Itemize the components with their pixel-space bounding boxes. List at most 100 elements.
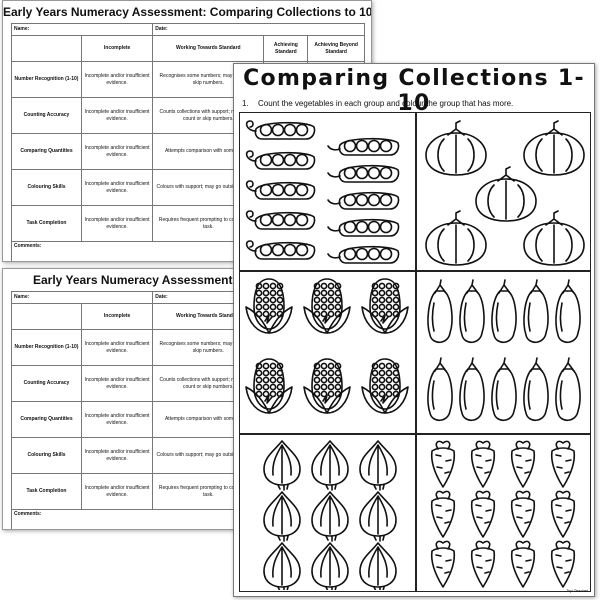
criterion-label: Task Completion <box>11 205 82 242</box>
instruction: 1. Count the vegetables in each group and… <box>242 99 513 108</box>
onion-icon <box>263 440 301 491</box>
criterion-label: Comparing Quantities <box>11 401 82 438</box>
group-cell-peas[interactable] <box>239 112 417 272</box>
col-beyond: Achieving Beyond Standard <box>307 35 365 62</box>
col-working: Working Towards Standard <box>152 35 265 62</box>
onion-icon <box>311 440 349 491</box>
worksheet-sheet: Comparing Collections 1-10 1. Count the v… <box>233 63 595 597</box>
carrot-icon <box>510 540 536 588</box>
tomato-icon <box>425 210 487 266</box>
tomato-icon <box>475 166 537 222</box>
corn-icon <box>361 358 409 414</box>
col-achieving: Achieving Standard <box>263 35 309 62</box>
cell-incomplete: Incomplete and/or insufficient evidence. <box>80 169 154 206</box>
pea-pod-icon <box>245 240 316 260</box>
pea-pod-icon <box>327 164 400 183</box>
tomato-icon <box>425 120 487 176</box>
onion-icon <box>311 491 349 542</box>
criterion-label: Number Recognition (1-10) <box>11 61 82 98</box>
tomato-icon <box>523 120 585 176</box>
cell-incomplete: Incomplete and/or insufficient evidence. <box>80 401 154 438</box>
criterion-label: Task Completion <box>11 473 82 510</box>
eggplant-icon <box>459 279 485 344</box>
criterion-label: Colouring Skills <box>11 169 82 206</box>
eggplant-icon <box>555 279 581 344</box>
carrot-icon <box>470 440 496 488</box>
carrot-icon <box>550 540 576 588</box>
pea-pod-icon <box>245 210 316 230</box>
tomato-icon <box>523 210 585 266</box>
cell-incomplete: Incomplete and/or insufficient evidence. <box>80 365 154 402</box>
tomato-group <box>425 120 585 266</box>
corn-icon <box>245 358 293 414</box>
eggplant-icon <box>491 357 517 422</box>
onion-icon <box>359 491 397 542</box>
corn-icon <box>361 278 409 334</box>
eggplant-icon <box>427 279 453 344</box>
criterion-label: Colouring Skills <box>11 437 82 474</box>
pea-pod-group <box>245 120 400 264</box>
question-number: 1. <box>242 99 249 108</box>
onion-icon <box>359 542 397 590</box>
corn-icon <box>303 278 351 334</box>
cell-incomplete: Incomplete and/or insufficient evidence. <box>80 97 154 134</box>
worksheet-title: Comparing Collections 1-10 <box>243 66 585 116</box>
cell-incomplete: Incomplete and/or insufficient evidence. <box>80 61 154 98</box>
corner-cell <box>11 35 82 62</box>
pea-pod-icon <box>245 120 316 140</box>
col-incomplete: Incomplete <box>80 35 154 62</box>
cell-incomplete: Incomplete and/or insufficient evidence. <box>80 473 154 510</box>
onion-icon <box>311 542 349 590</box>
carrot-icon <box>470 540 496 588</box>
carrot-icon <box>430 540 456 588</box>
group-cell-onions[interactable] <box>239 434 417 592</box>
brand-label: Top Teacher <box>566 588 588 593</box>
corn-icon <box>303 358 351 414</box>
criterion-label: Comparing Quantities <box>11 133 82 170</box>
carrot-icon <box>510 490 536 538</box>
carrot-icon <box>470 490 496 538</box>
group-cell-corn[interactable] <box>239 270 417 434</box>
carrot-icon <box>510 440 536 488</box>
eggplant-group <box>427 279 581 422</box>
carrot-icon <box>550 440 576 488</box>
corn-group <box>245 278 409 414</box>
instruction-text: Count the vegetables in each group and c… <box>258 99 514 108</box>
onion-icon <box>263 542 301 590</box>
col-incomplete: Incomplete <box>80 303 154 330</box>
pea-pod-icon <box>245 150 316 170</box>
pea-pod-icon <box>327 137 400 156</box>
eggplant-icon <box>427 357 453 422</box>
pea-pod-icon <box>327 191 400 210</box>
corner-cell <box>11 303 82 330</box>
rubric-title: Early Years Numeracy Assessment: Compari… <box>3 5 372 19</box>
criterion-label: Counting Accuracy <box>11 365 82 402</box>
pea-pod-icon <box>327 245 400 264</box>
group-cell-eggplants[interactable] <box>415 270 591 434</box>
onion-group <box>263 440 397 590</box>
criterion-label: Counting Accuracy <box>11 97 82 134</box>
criterion-label: Number Recognition (1-10) <box>11 329 82 366</box>
date-label: Date: <box>152 23 365 36</box>
onion-icon <box>263 491 301 542</box>
cell-incomplete: Incomplete and/or insufficient evidence. <box>80 133 154 170</box>
eggplant-icon <box>459 357 485 422</box>
carrot-icon <box>430 490 456 538</box>
carrot-icon <box>550 490 576 538</box>
cell-incomplete: Incomplete and/or insufficient evidence. <box>80 437 154 474</box>
cell-incomplete: Incomplete and/or insufficient evidence. <box>80 329 154 366</box>
group-cell-tomatoes[interactable] <box>415 112 591 272</box>
group-cell-carrots[interactable] <box>415 434 591 592</box>
eggplant-icon <box>523 279 549 344</box>
pea-pod-icon <box>327 218 400 237</box>
onion-icon <box>359 440 397 491</box>
corn-icon <box>245 278 293 334</box>
carrot-group <box>430 440 576 588</box>
cell-incomplete: Incomplete and/or insufficient evidence. <box>80 205 154 242</box>
eggplant-icon <box>555 357 581 422</box>
name-label: Name: <box>10 23 154 36</box>
eggplant-icon <box>491 279 517 344</box>
pea-pod-icon <box>245 180 316 200</box>
carrot-icon <box>430 440 456 488</box>
name-label: Name: <box>10 291 154 304</box>
